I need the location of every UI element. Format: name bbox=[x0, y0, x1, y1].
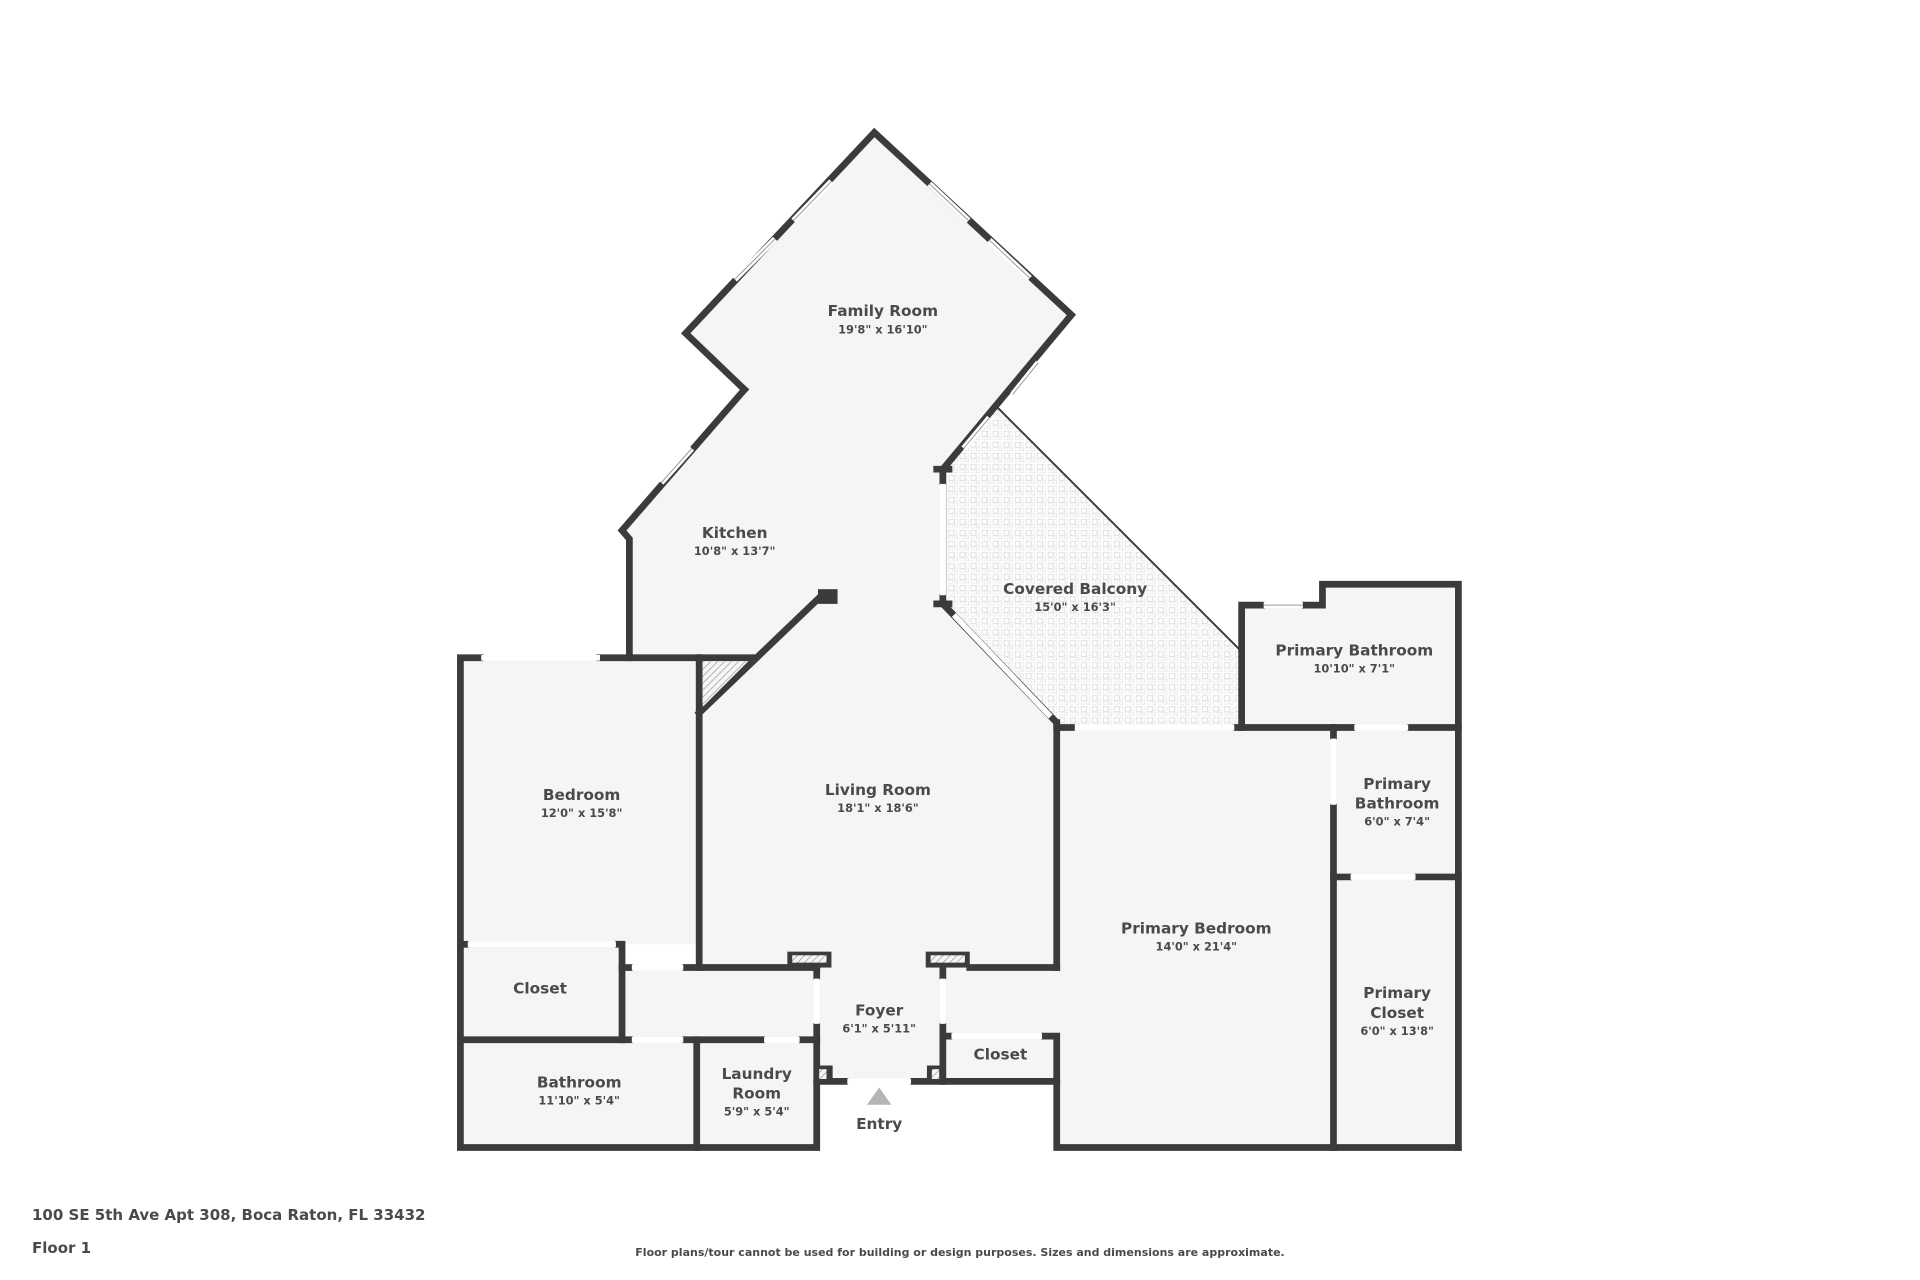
family-room-dims: 19'8" x 16'10" bbox=[838, 322, 927, 336]
hallway-floor bbox=[622, 967, 817, 1040]
laundry-room-label-line1: Laundry bbox=[722, 1065, 792, 1083]
closet-right-floor bbox=[942, 1036, 1057, 1082]
closet-right-label: Closet bbox=[974, 1045, 1028, 1063]
laundry-room-dims: 5'9" x 5'4" bbox=[724, 1105, 790, 1119]
primary-bathroom-top-floor bbox=[1241, 584, 1459, 728]
primary-bathroom-small-floor bbox=[1335, 730, 1459, 877]
pantry-hatch bbox=[702, 661, 749, 707]
kitchen-label: Kitchen bbox=[702, 524, 768, 542]
entry-label: Entry bbox=[856, 1115, 902, 1133]
windows bbox=[659, 179, 1303, 609]
primary-closet-label-line1: Primary bbox=[1363, 984, 1431, 1002]
primary-bathroom-dims: 10'10" x 7'1" bbox=[1313, 661, 1395, 675]
primary-closet-floor bbox=[1335, 876, 1459, 1148]
foyer-dims: 6'1" x 5'11" bbox=[842, 1021, 916, 1035]
primary-bedroom-dims: 14'0" x 21'4" bbox=[1156, 939, 1238, 953]
primary-bathroom-2-label-line2: Bathroom bbox=[1355, 794, 1440, 812]
laundry-room-label-line2: Room bbox=[732, 1085, 781, 1103]
family-kitchen-living-floor bbox=[622, 132, 1072, 968]
property-address: 100 SE 5th Ave Apt 308, Boca Raton, FL 3… bbox=[32, 1206, 426, 1224]
primary-closet-label-line2: Closet bbox=[1370, 1004, 1424, 1022]
bathroom-dims: 11'10" x 5'4" bbox=[538, 1094, 620, 1108]
closet-left-floor bbox=[460, 944, 623, 1038]
room-labels: Family Room 19'8" x 16'10" Kitchen 10'8"… bbox=[513, 302, 1439, 1133]
bedroom-floor bbox=[460, 657, 700, 945]
closet-left-label: Closet bbox=[513, 979, 567, 997]
living-room-label: Living Room bbox=[825, 781, 931, 799]
laundry-room-floor bbox=[696, 1039, 817, 1148]
covered-balcony-label: Covered Balcony bbox=[1003, 580, 1147, 598]
foyer-label: Foyer bbox=[855, 1001, 904, 1019]
disclaimer: Floor plans/tour cannot be used for buil… bbox=[635, 1246, 1285, 1259]
living-room-dims: 18'1" x 18'6" bbox=[837, 801, 919, 815]
entry-arrow-icon bbox=[866, 1087, 892, 1105]
primary-closet-dims: 6'0" x 13'8" bbox=[1360, 1024, 1434, 1038]
bedroom-label: Bedroom bbox=[543, 786, 621, 804]
bathroom-label: Bathroom bbox=[537, 1074, 622, 1092]
primary-bedroom-label: Primary Bedroom bbox=[1121, 919, 1272, 937]
primary-bathroom-label: Primary Bathroom bbox=[1275, 641, 1433, 659]
primary-bathroom-2-dims: 6'0" x 7'4" bbox=[1364, 815, 1430, 829]
bedroom-dims: 12'0" x 15'8" bbox=[541, 806, 623, 820]
covered-balcony-floor bbox=[942, 407, 1240, 728]
covered-balcony-dims: 15'0" x 16'3" bbox=[1034, 600, 1116, 614]
family-room-label: Family Room bbox=[828, 302, 938, 320]
kitchen-dims: 10'8" x 13'7" bbox=[694, 544, 776, 558]
floor-label: Floor 1 bbox=[32, 1239, 92, 1257]
openings bbox=[467, 483, 1416, 1085]
bathroom-floor bbox=[460, 1039, 697, 1148]
primary-bathroom-2-label-line1: Primary bbox=[1363, 775, 1431, 793]
foyer-floor bbox=[816, 958, 943, 1082]
